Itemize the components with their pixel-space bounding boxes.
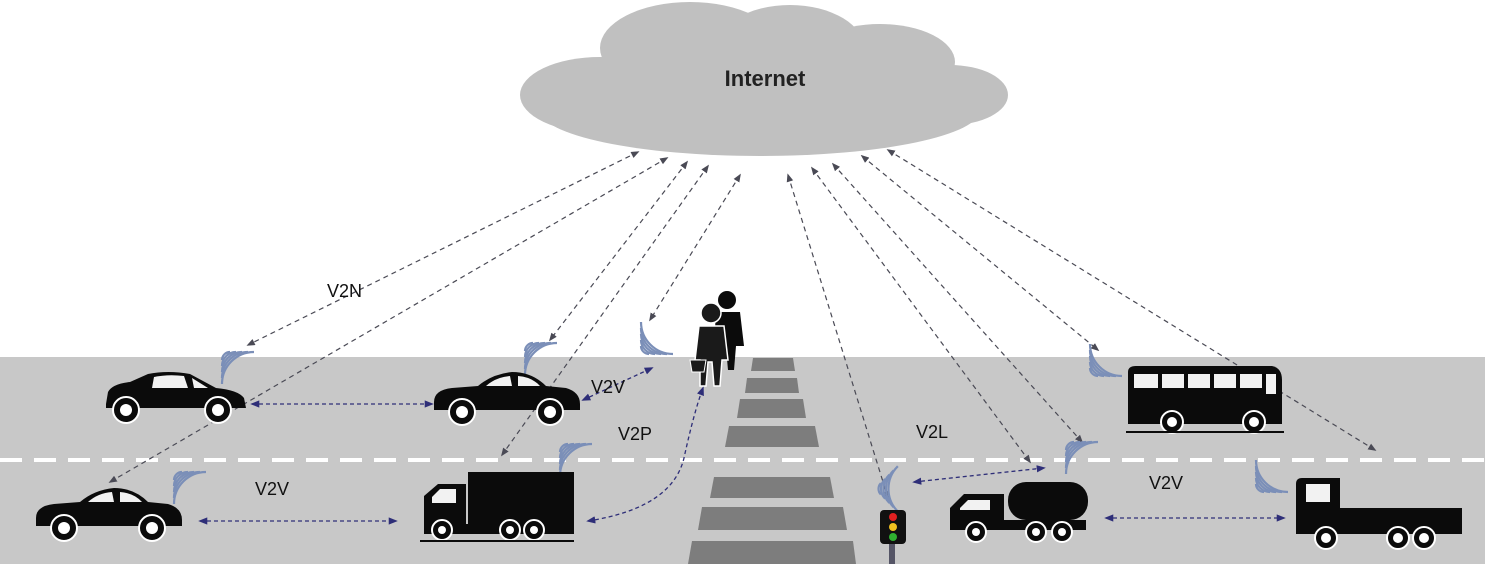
v2n-links [108, 149, 1377, 500]
v2v-label-top: V2V [591, 377, 625, 397]
v2p-label: V2P [618, 424, 652, 444]
internet-cloud [520, 2, 1008, 156]
internet-label: Internet [725, 66, 806, 91]
tanker-truck-icon [950, 482, 1088, 543]
pedestrians-icon [689, 291, 744, 387]
wireless-signal-icon [639, 320, 675, 356]
bus-icon [1126, 366, 1284, 434]
flatbed-truck-icon [1296, 478, 1462, 550]
v2n-label: V2N [327, 281, 362, 301]
v2v-label-bottom-right: V2V [1149, 473, 1183, 493]
truck-icon [420, 472, 574, 542]
v2v-label-bottom-left: V2V [255, 479, 289, 499]
v2x-links [198, 367, 1286, 525]
traffic-light-icon [880, 510, 906, 564]
v2l-label: V2L [916, 422, 948, 442]
